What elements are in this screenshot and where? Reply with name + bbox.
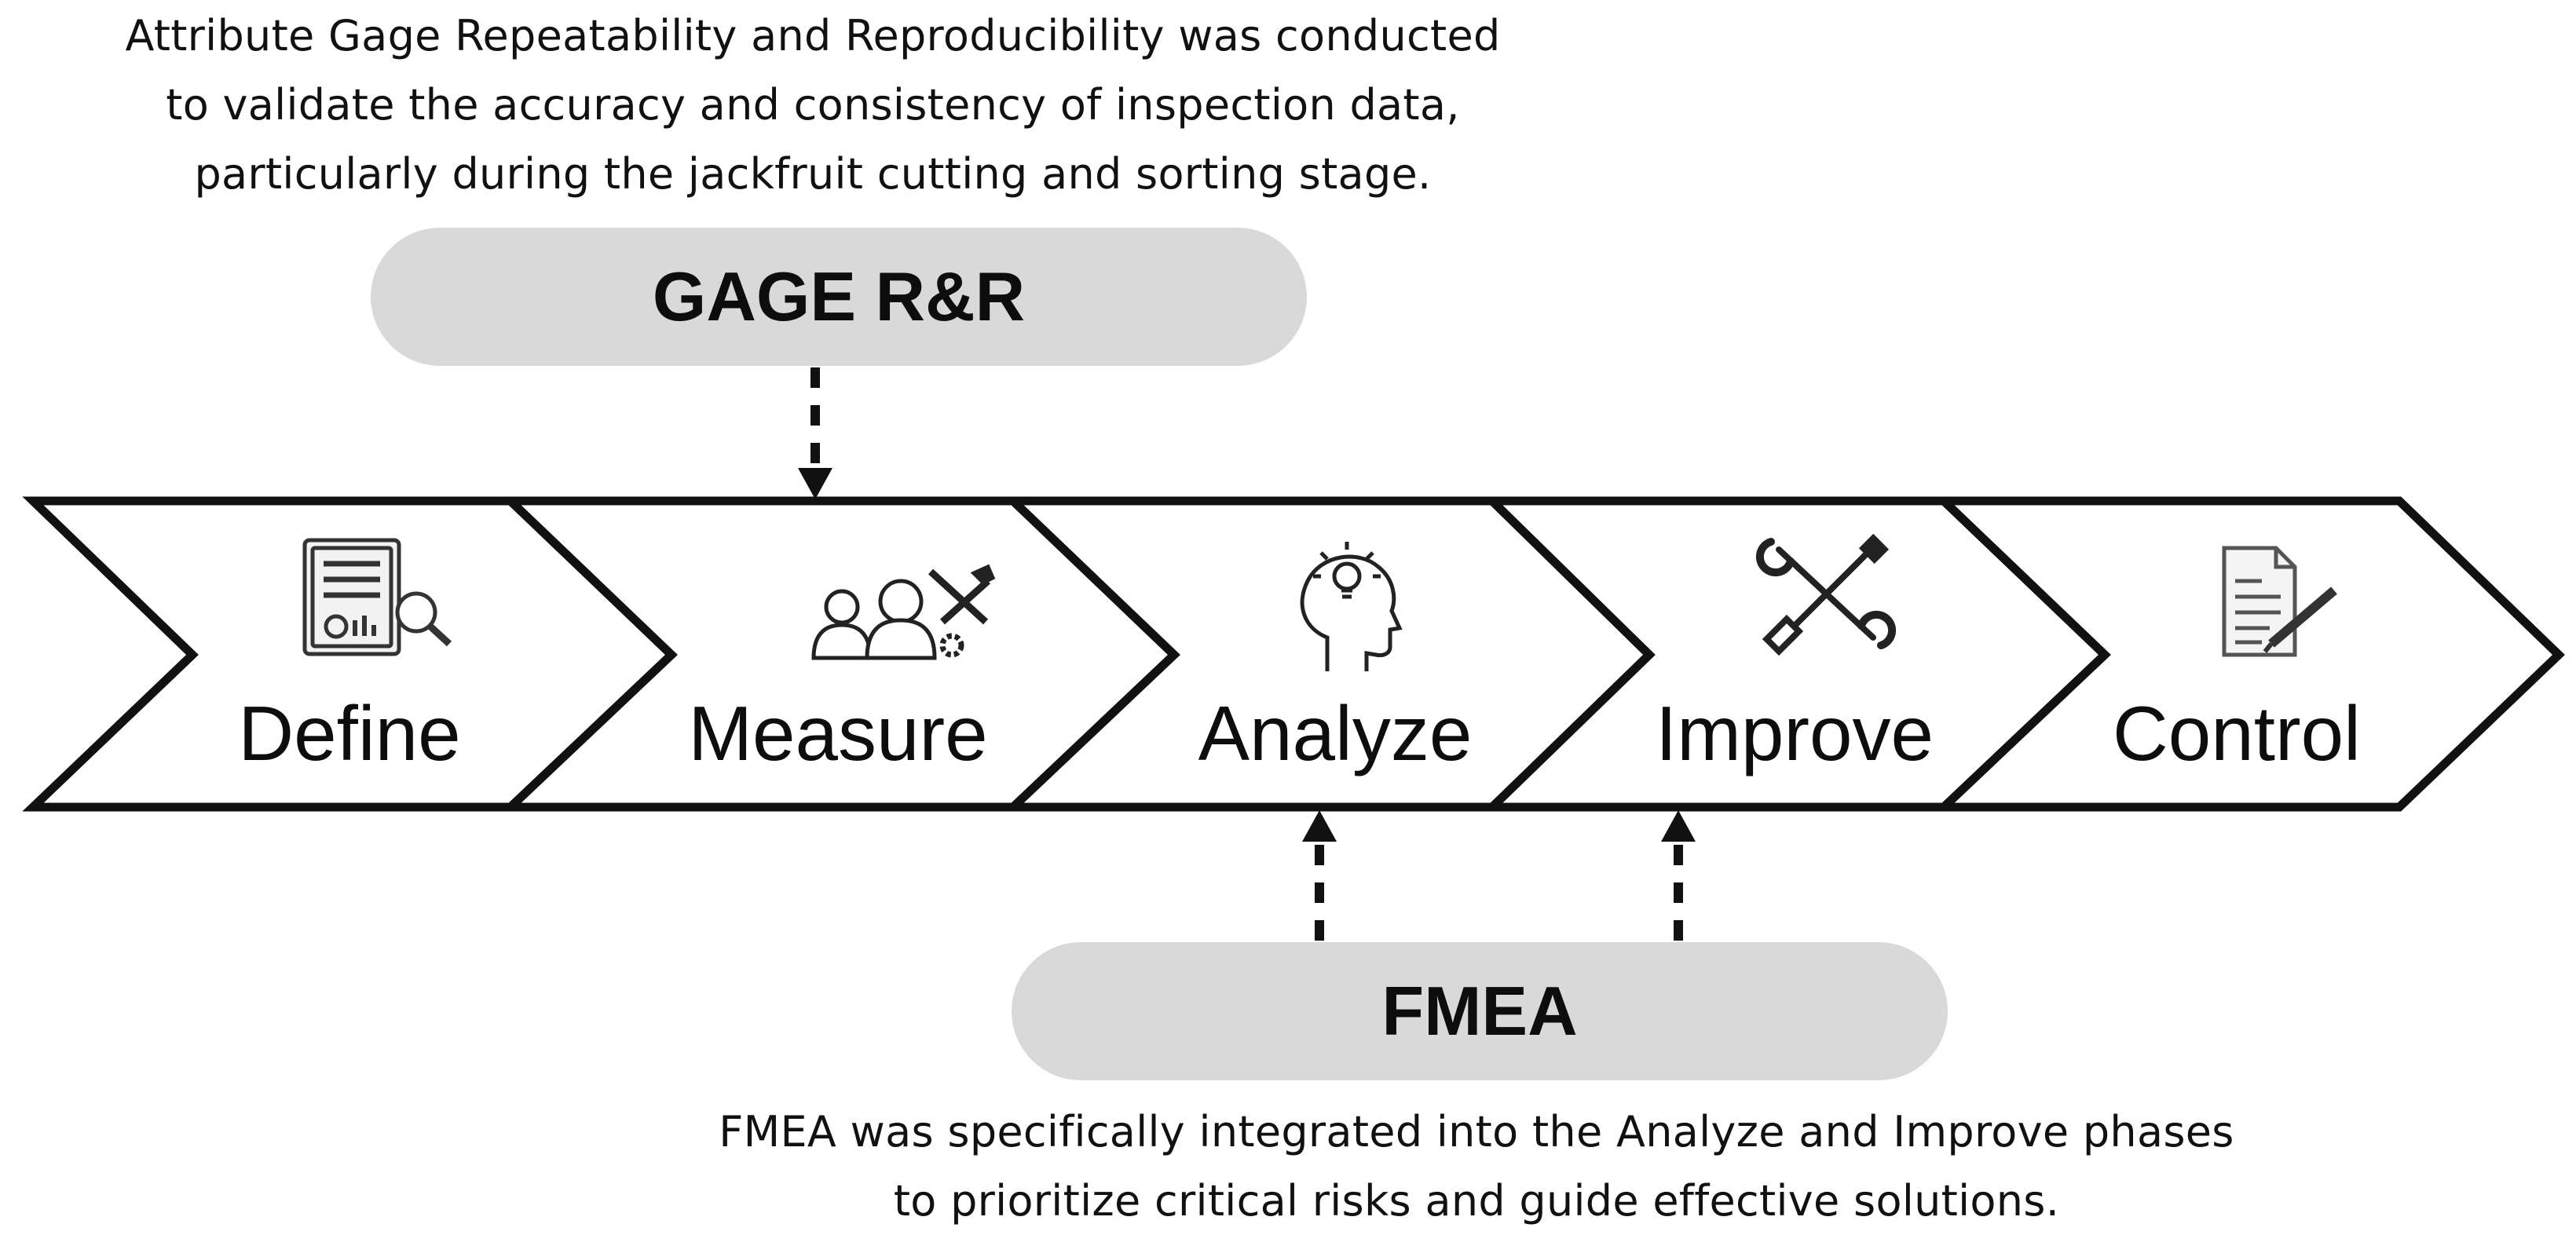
- gage-note-line: to validate the accuracy and consistency…: [166, 80, 1460, 130]
- step-analyze-label: Analyze: [1198, 690, 1473, 776]
- step-control-label: Control: [2113, 690, 2361, 776]
- gage-connector: [798, 367, 832, 499]
- fmea-box: FMEA: [1012, 942, 1948, 1080]
- gage-note: Attribute Gage Repeatability and Reprodu…: [31, 2, 1594, 209]
- gage-rr-label: GAGE R&R: [652, 258, 1026, 335]
- head-lightbulb-icon: [1300, 542, 1403, 671]
- arrowhead-down-icon: [798, 468, 832, 499]
- fmea-analyze-connector: [1302, 810, 1337, 941]
- gage-rr-box: GAGE R&R: [371, 228, 1307, 366]
- report-magnifier-icon: [302, 538, 452, 656]
- document-pen-icon: [2222, 546, 2337, 657]
- step-define-label: Define: [238, 690, 460, 776]
- wrench-screwdriver-icon: [1755, 533, 1897, 656]
- fmea-note: FMEA was specifically integrated into th…: [613, 1098, 2340, 1236]
- arrowhead-up-icon: [1302, 810, 1337, 842]
- step-measure-label: Measure: [688, 690, 987, 776]
- step-improve-label: Improve: [1656, 690, 1934, 776]
- gage-note-line: Attribute Gage Repeatability and Reprodu…: [125, 11, 1501, 60]
- people-tools-icon: [811, 564, 996, 660]
- fmea-label: FMEA: [1381, 972, 1578, 1050]
- fmea-note-line: FMEA was specifically integrated into th…: [719, 1107, 2234, 1156]
- fmea-improve-connector: [1661, 810, 1696, 941]
- arrowhead-up-icon: [1661, 810, 1696, 842]
- gage-note-line: particularly during the jackfruit cuttin…: [194, 149, 1432, 199]
- fmea-note-line: to prioritize critical risks and guide e…: [893, 1176, 2060, 1226]
